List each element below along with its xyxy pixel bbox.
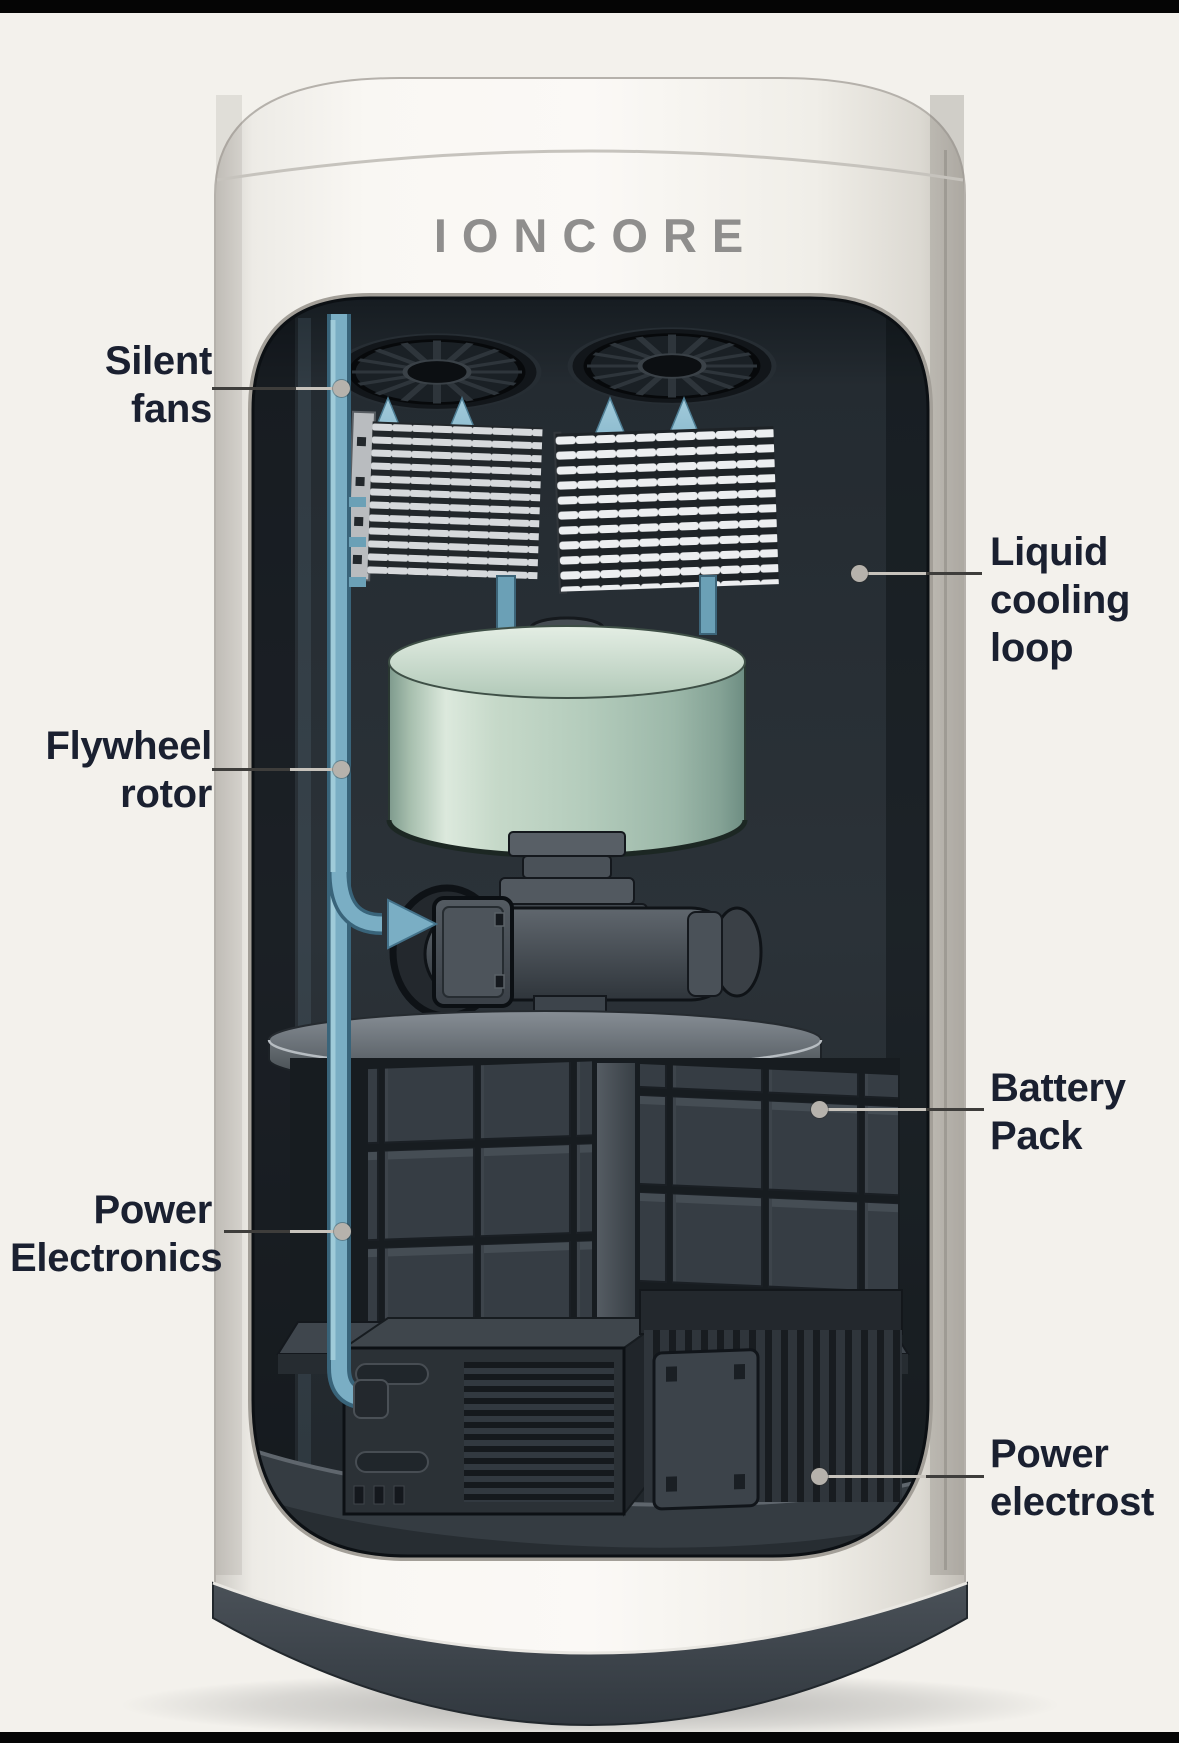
shell-shade-left (216, 95, 242, 1575)
leader-line (926, 1108, 984, 1111)
leader-dot (851, 565, 868, 582)
leader-dot (811, 1468, 828, 1485)
callout-battery-pack: Battery Pack (990, 1064, 1179, 1160)
cavity-outline (251, 296, 930, 1558)
callout-line: rotor (120, 772, 212, 816)
leader-line (296, 387, 342, 390)
callout-line: electrost (990, 1480, 1155, 1524)
coolant-stub-right (699, 575, 717, 635)
heatsink-left (346, 410, 543, 582)
coolant-pipe (327, 314, 439, 1419)
brand-logo: IONCORE (434, 209, 758, 262)
power-electronics-unit (340, 1316, 670, 1517)
leader-line (820, 1475, 926, 1478)
top-letterbox-bar (0, 0, 1179, 13)
base-band (212, 1581, 968, 1726)
leader-line (224, 1230, 290, 1233)
leader-line (212, 387, 296, 390)
leader-line (212, 768, 290, 771)
callout-line: loop (990, 626, 1074, 670)
callout-line: Pack (990, 1114, 1083, 1158)
leader-line (290, 1230, 338, 1233)
silent-fan-left (335, 334, 539, 409)
coolant-flow-arrow-icon (387, 898, 439, 950)
leader-dot (811, 1101, 828, 1118)
flywheel-rotor (386, 616, 748, 859)
callout-power-electronics: Power Electronics (10, 1186, 223, 1282)
callout-line: Battery (990, 1066, 1126, 1110)
leader-dot (333, 761, 350, 778)
leader-line (820, 1108, 926, 1111)
leader-line (926, 1475, 984, 1478)
heatsink-bottom (639, 1289, 903, 1511)
callout-line: Electronics (10, 1236, 223, 1280)
leader-line (926, 572, 982, 575)
silent-fan-right (570, 328, 774, 403)
leader-dot (333, 380, 350, 397)
callout-line: cooling (990, 578, 1131, 622)
top-cap-seam (216, 149, 964, 182)
heatsink-right (553, 426, 779, 594)
leader-dot (334, 1223, 351, 1240)
pipe-nozzle (353, 1379, 389, 1419)
battery-pillar (595, 1061, 637, 1339)
callout-line: Silent (104, 339, 212, 383)
shell-shade-right (930, 95, 964, 1575)
callout-line: Power (990, 1432, 1109, 1476)
leader-line (860, 572, 926, 575)
bottom-letterbox-bar (0, 1732, 1179, 1743)
callout-power-electrost: Power electrost (990, 1430, 1179, 1526)
shell-shade-line (944, 150, 947, 1570)
callout-line: Flywheel (45, 724, 212, 768)
callout-line: fans (130, 387, 212, 431)
callout-line: Power (93, 1188, 212, 1232)
leader-line (290, 768, 338, 771)
callout-flywheel-rotor: Flywheel rotor (10, 722, 212, 818)
callout-silent-fans: Silent fans (10, 337, 212, 433)
callout-line: Liquid (990, 530, 1109, 574)
callout-liquid-cooling-loop: Liquid cooling loop (990, 528, 1179, 672)
